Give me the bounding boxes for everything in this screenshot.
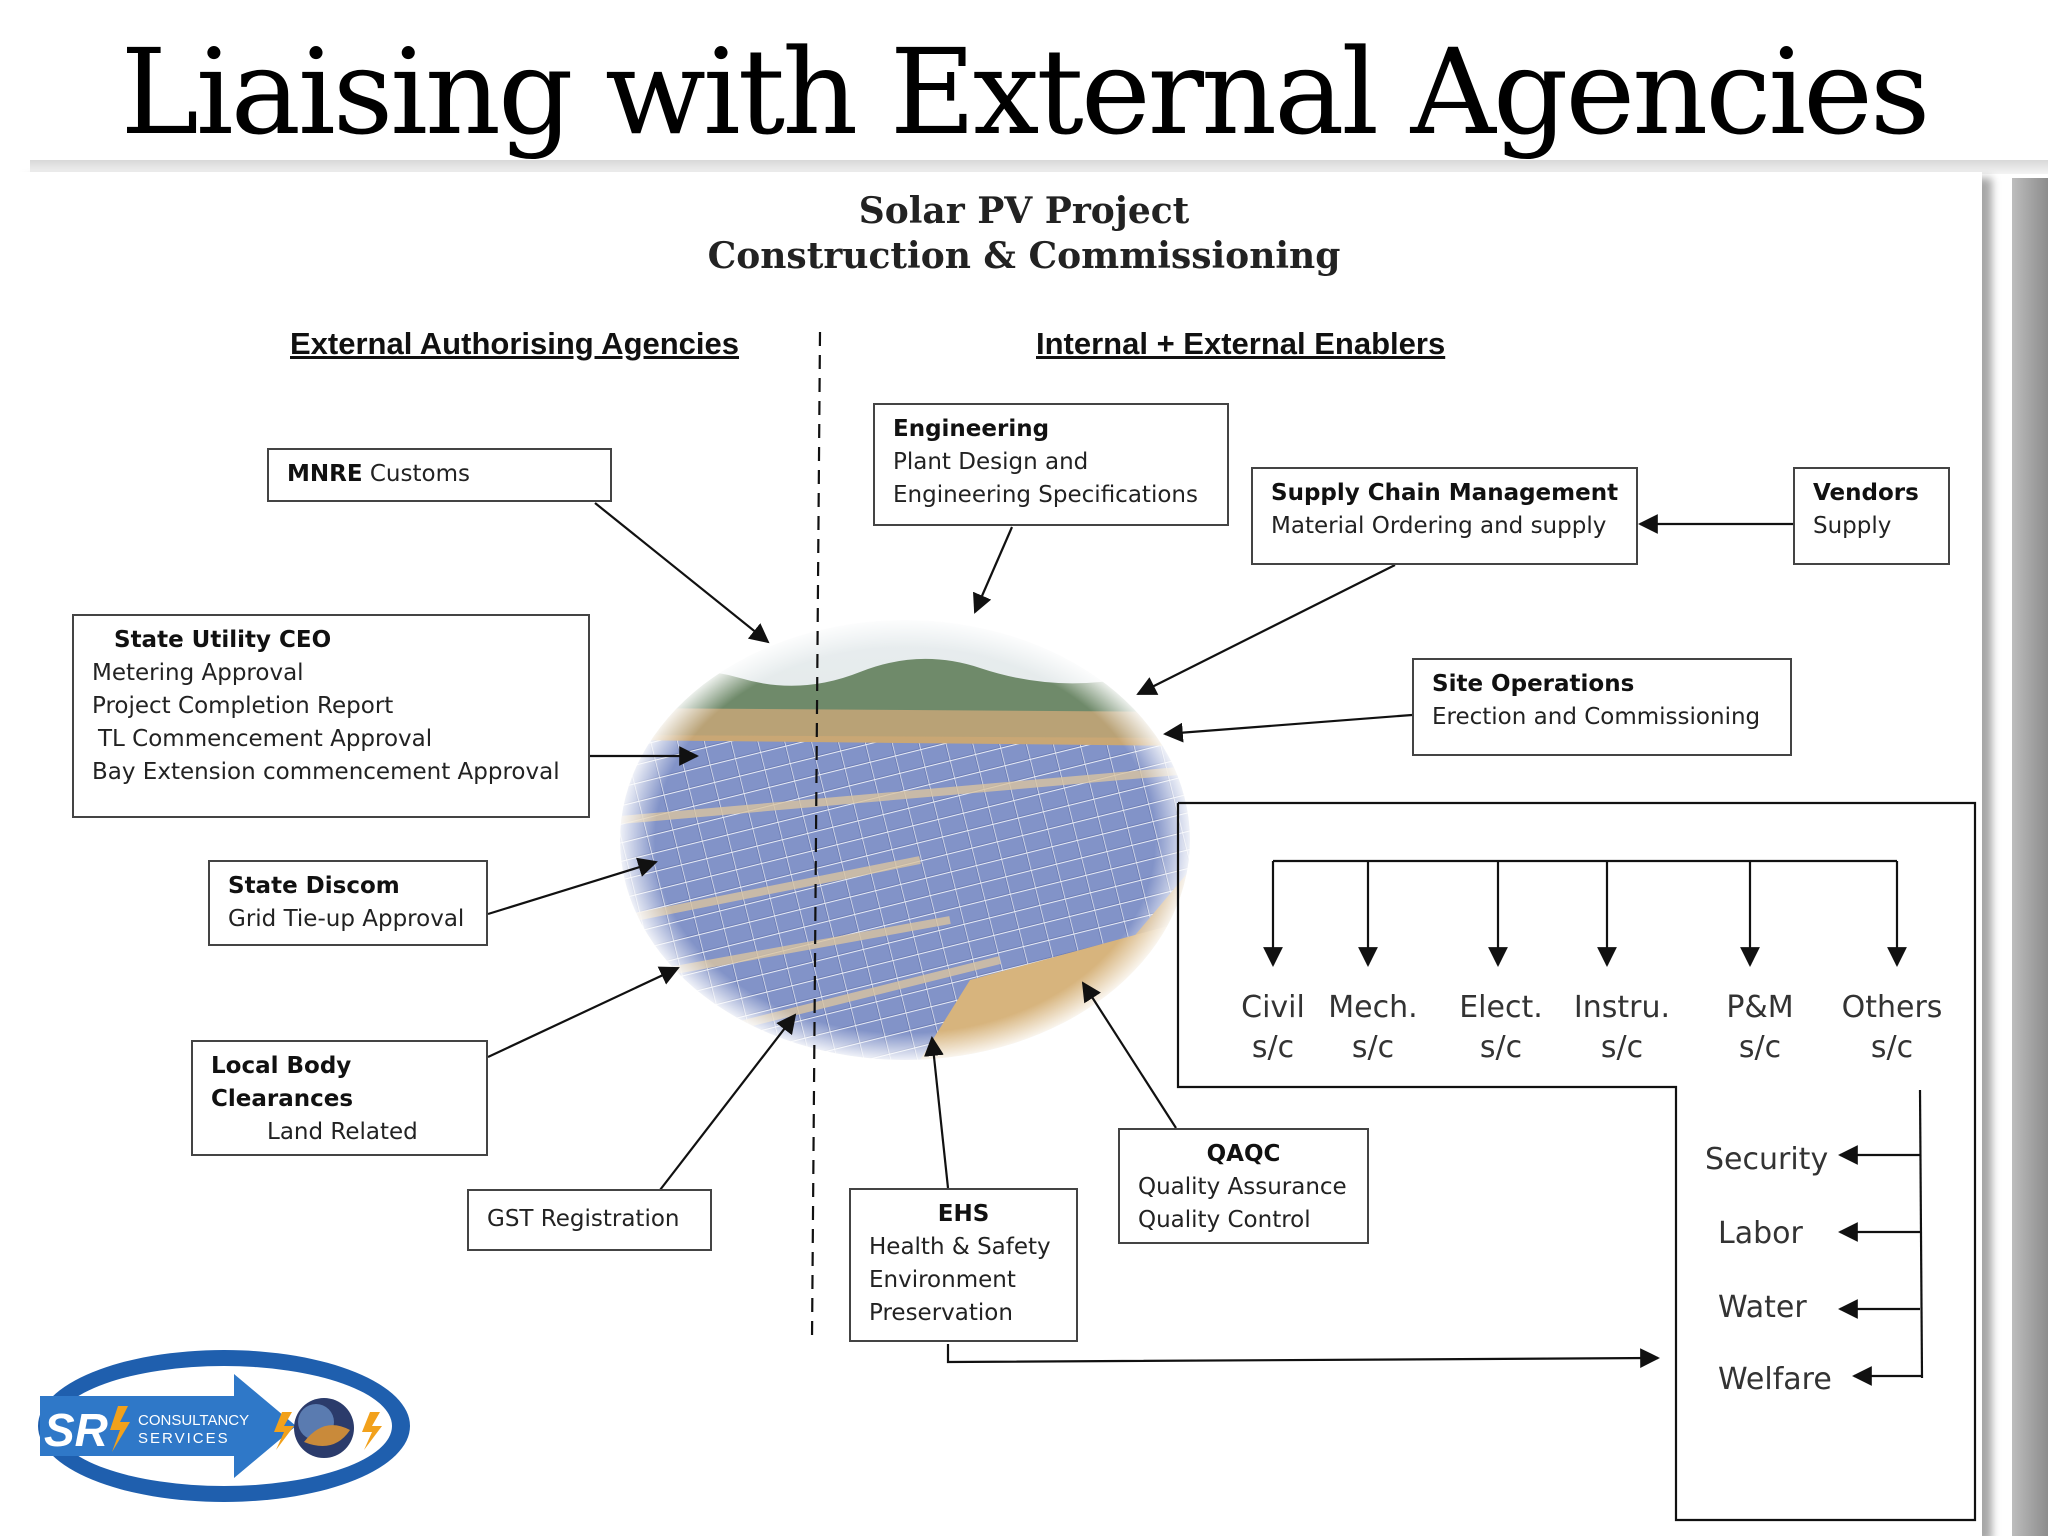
subcontractor-suffix: s/c (1738, 1030, 1782, 1065)
scm-title: Supply Chain Management (1271, 480, 1619, 506)
service-labor: Labor (1718, 1216, 1803, 1251)
arrow-local-body (487, 966, 680, 1058)
subcontractor-frame (1176, 801, 1977, 1522)
engineering-line-1: Plant Design and (893, 449, 1089, 475)
panel-edge-shadow (2012, 178, 2048, 1536)
subcontractor-suffix: s/c (1600, 1030, 1644, 1065)
subcontractor-pm: P&M s/c (1705, 988, 1815, 1068)
mnre-label: MNRE (287, 461, 363, 487)
section-enablers: Internal + External Enablers (1036, 326, 1446, 361)
engineering-title: Engineering (893, 416, 1050, 442)
qaqc-title: QAQC (1206, 1141, 1281, 1167)
section-external-agencies: External Authorising Agencies (290, 326, 740, 361)
service-water: Water (1718, 1290, 1807, 1325)
subcontractor-elect: Elect. s/c (1446, 988, 1556, 1068)
arrow-site-ops (1163, 713, 1413, 743)
state-discom-text: Grid Tie-up Approval (228, 906, 465, 932)
vendors-text: Supply (1813, 513, 1892, 539)
services-bus (1918, 1089, 1924, 1379)
box-vendors: Vendors Supply (1793, 467, 1950, 565)
state-utility-line-3: TL Commencement Approval (98, 726, 433, 752)
engineering-line-2: Engineering Specifications (893, 482, 1198, 508)
company-logo: SR CONSULTANCY SERVICES (38, 1350, 410, 1502)
subcontractor-suffix: s/c (1479, 1030, 1523, 1065)
subcontractor-suffix: s/c (1351, 1030, 1395, 1065)
subcontractor-name: Instru. (1573, 990, 1671, 1025)
ehs-line-3: Preservation (869, 1300, 1013, 1326)
site-ops-title: Site Operations (1432, 671, 1635, 697)
subcontractor-mech: Mech. s/c (1318, 988, 1428, 1068)
arrow-mnre (594, 502, 770, 644)
ehs-feedback-line (946, 1344, 1660, 1369)
state-utility-line-1: Metering Approval (92, 660, 304, 686)
box-mnre: MNRE Customs (267, 448, 612, 502)
state-utility-line-2: Project Completion Report (92, 693, 394, 719)
box-supply-chain: Supply Chain Management Material Orderin… (1251, 467, 1638, 565)
subcontractor-name: Elect. (1459, 990, 1543, 1025)
subcontractor-others: Others s/c (1832, 988, 1952, 1068)
box-state-discom: State Discom Grid Tie-up Approval (208, 860, 488, 946)
arrow-qaqc (1081, 981, 1177, 1129)
title-divider (30, 160, 2048, 174)
box-site-operations: Site Operations Erection and Commissioni… (1412, 658, 1792, 756)
svg-text:SR: SR (44, 1404, 108, 1456)
arrow-scm (1136, 564, 1396, 695)
state-discom-title: State Discom (228, 873, 400, 899)
diagram-title-line2: Construction & Commissioning (707, 235, 1341, 277)
state-utility-line-4: Bay Extension commencement Approval (92, 759, 560, 785)
local-body-title-2: Clearances (211, 1086, 354, 1112)
local-body-title-1: Local Body (211, 1053, 352, 1079)
state-utility-title: State Utility CEO (114, 627, 332, 653)
diagram-title-line1: Solar PV Project (858, 190, 1190, 232)
service-security: Security (1705, 1142, 1829, 1177)
ehs-line-2: Environment (869, 1267, 1016, 1293)
arrow-state-discom (487, 857, 658, 916)
arrow-ehs (924, 1036, 950, 1189)
service-welfare: Welfare (1718, 1362, 1832, 1397)
scm-text: Material Ordering and supply (1271, 513, 1607, 539)
divider-dashed-line (810, 331, 822, 1341)
local-body-text: Land Related (267, 1119, 418, 1145)
subcontractor-name: Others (1841, 990, 1943, 1025)
site-ops-text: Erection and Commissioning (1432, 704, 1761, 730)
box-local-body: Local Body Clearances Land Related (191, 1040, 488, 1156)
subcontractor-suffix: s/c (1251, 1030, 1295, 1065)
svg-text:CONSULTANCY: CONSULTANCY (138, 1412, 249, 1429)
qaqc-line-2: Quality Control (1138, 1207, 1311, 1233)
arrow-gst (659, 1013, 797, 1191)
subcontractor-civil: Civil s/c (1233, 988, 1313, 1068)
mnre-text: Customs (362, 461, 470, 487)
subcontractor-instru: Instru. s/c (1562, 988, 1682, 1068)
gst-text: GST Registration (487, 1206, 680, 1232)
box-state-utility: State Utility CEO Metering Approval Proj… (72, 614, 590, 818)
subcontractor-name: Mech. (1328, 990, 1418, 1025)
box-gst: GST Registration (467, 1189, 712, 1251)
subcontractor-name: P&M (1726, 990, 1794, 1025)
slide-title: Liaising with External Agencies (120, 23, 1931, 161)
ehs-line-1: Health & Safety (869, 1234, 1051, 1260)
qaqc-line-1: Quality Assurance (1138, 1174, 1347, 1200)
box-qaqc: QAQC Quality Assurance Quality Control (1118, 1128, 1369, 1244)
svg-text:SERVICES: SERVICES (138, 1430, 230, 1447)
box-engineering: Engineering Plant Design and Engineering… (873, 403, 1229, 526)
box-ehs: EHS Health & Safety Environment Preserva… (849, 1188, 1078, 1342)
subcontractor-name: Civil (1241, 990, 1305, 1025)
arrow-engineering (973, 526, 1014, 614)
ehs-title: EHS (937, 1201, 990, 1227)
subcontractor-suffix: s/c (1870, 1030, 1914, 1065)
vendors-title: Vendors (1813, 480, 1919, 506)
